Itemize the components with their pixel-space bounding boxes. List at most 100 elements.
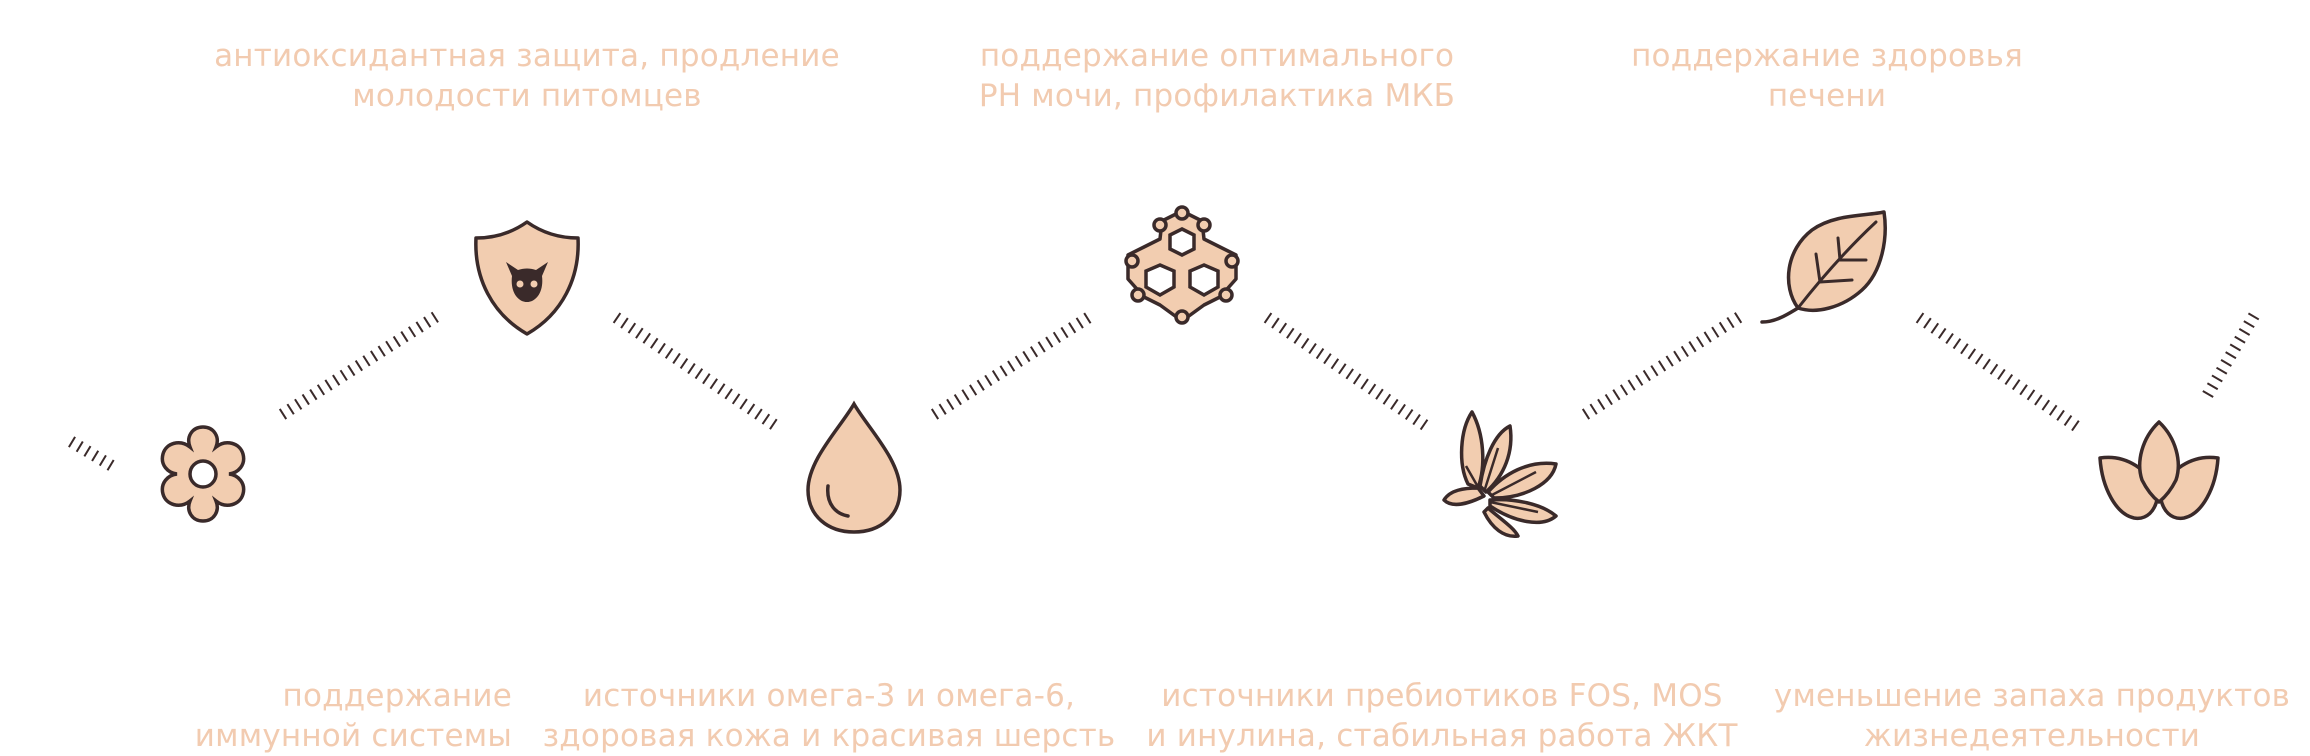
connector-tick [2063, 414, 2073, 426]
connector-tick [68, 436, 76, 448]
connector-tick [2225, 351, 2237, 360]
connector-tick [1726, 316, 1735, 329]
connector-tick [1022, 350, 1031, 363]
connector-tick [2011, 379, 2021, 391]
connector-tick [754, 408, 763, 420]
connector-tick [1673, 350, 1682, 362]
connector-tick [2220, 359, 2232, 367]
connector-tick [2215, 366, 2228, 375]
connector-tick [1696, 336, 1705, 348]
connector-tick [377, 345, 386, 357]
connector-tick [286, 403, 295, 415]
connector-tick [1718, 321, 1727, 333]
connector-tick [423, 316, 432, 328]
caption-odor: уменьшение запаха продуктов жизнедеятель… [1773, 678, 2291, 754]
connector-tick [332, 374, 341, 386]
connector-tick [2056, 409, 2065, 421]
connector-tick [702, 373, 711, 385]
connector-tick [930, 408, 940, 420]
connector-tick [1060, 326, 1069, 339]
connector-tick [984, 374, 993, 387]
connector-tick [370, 350, 379, 362]
connector-tick [1352, 373, 1362, 385]
connector-tick [1375, 388, 1384, 400]
connector-tick [339, 369, 348, 381]
connector-tick [976, 379, 985, 391]
connector-tick [2202, 390, 2214, 398]
connector-tick [1412, 414, 1421, 426]
connector-tick [761, 413, 771, 425]
connector-tick [324, 379, 333, 391]
connector-tick [98, 454, 107, 467]
connector-tick [1367, 383, 1377, 395]
connector-tick [1029, 346, 1039, 358]
connector-tick [1271, 317, 1280, 329]
connector-tick [1952, 338, 1962, 350]
connector-tick [1589, 403, 1598, 415]
connector-tick [1278, 322, 1288, 334]
connector-tick [731, 393, 741, 405]
connector-tick [430, 311, 439, 323]
connector-tick [1419, 419, 1429, 431]
connector-tick [316, 384, 326, 396]
connector-tick [2211, 374, 2223, 383]
connector-tick [1989, 363, 1999, 375]
connector-tick [1974, 353, 1984, 365]
honeycomb-icon [1124, 205, 1240, 325]
connector-tick [1703, 331, 1712, 343]
connector-tick [1982, 358, 1991, 370]
connector-tick [309, 389, 318, 401]
connector-tick [694, 368, 704, 380]
connector-tick [400, 331, 409, 343]
connector-tick [106, 459, 115, 471]
connector-tick [1612, 389, 1621, 401]
connector-tick [1068, 322, 1077, 334]
connector-tick [642, 332, 651, 344]
connector-tick [650, 337, 659, 349]
caption-prebiotics: источники пребиотиков FOS, MOS и инулина… [1146, 678, 1738, 754]
connector-tick [1037, 341, 1046, 353]
caption-immune: поддержание иммунной системы [194, 678, 512, 754]
shield-cat-icon [474, 220, 580, 336]
chicory-flower-icon [1442, 410, 1558, 538]
connector-tick [1923, 317, 1932, 329]
connector-tick [1083, 312, 1092, 324]
connector-tick [392, 335, 401, 348]
leaf-icon [1760, 210, 1887, 324]
connector-tick [724, 388, 733, 400]
connector-tick [2238, 328, 2251, 336]
connector-tick [1045, 336, 1054, 348]
connector-tick [664, 347, 674, 359]
connector-tick [385, 340, 394, 352]
connector-tick [1997, 368, 2006, 380]
connector-tick [1937, 327, 1947, 339]
connector-tick [2247, 312, 2260, 321]
connector-tick [687, 363, 696, 375]
connector-tick [1915, 312, 1925, 324]
connector-tick [278, 408, 288, 420]
connector-tick [991, 370, 1000, 382]
connector-tick [1627, 379, 1636, 391]
connector-tick [1711, 326, 1720, 338]
connector-tick [1945, 332, 1954, 344]
connector-tick [2019, 384, 2028, 396]
connector-tick [953, 394, 962, 406]
connector-tick [635, 327, 644, 339]
connector-tick [2234, 335, 2246, 344]
connector-tick [1665, 355, 1674, 367]
connector-tick [1734, 312, 1743, 324]
connector-tick [1338, 363, 1347, 375]
connector-tick [709, 378, 718, 390]
connector-tick [301, 393, 310, 406]
connector-tick [969, 384, 978, 396]
connector-tick [294, 398, 303, 410]
connector-tick [1315, 348, 1325, 360]
connector-tick [1323, 353, 1332, 365]
connector-tick [1960, 343, 1969, 355]
connector-tick [347, 364, 356, 377]
connector-tick [1680, 345, 1689, 358]
connector-tick [717, 383, 726, 395]
connector-tick [1014, 355, 1023, 367]
connector-tick [679, 357, 689, 370]
connector-tick [2243, 320, 2255, 329]
